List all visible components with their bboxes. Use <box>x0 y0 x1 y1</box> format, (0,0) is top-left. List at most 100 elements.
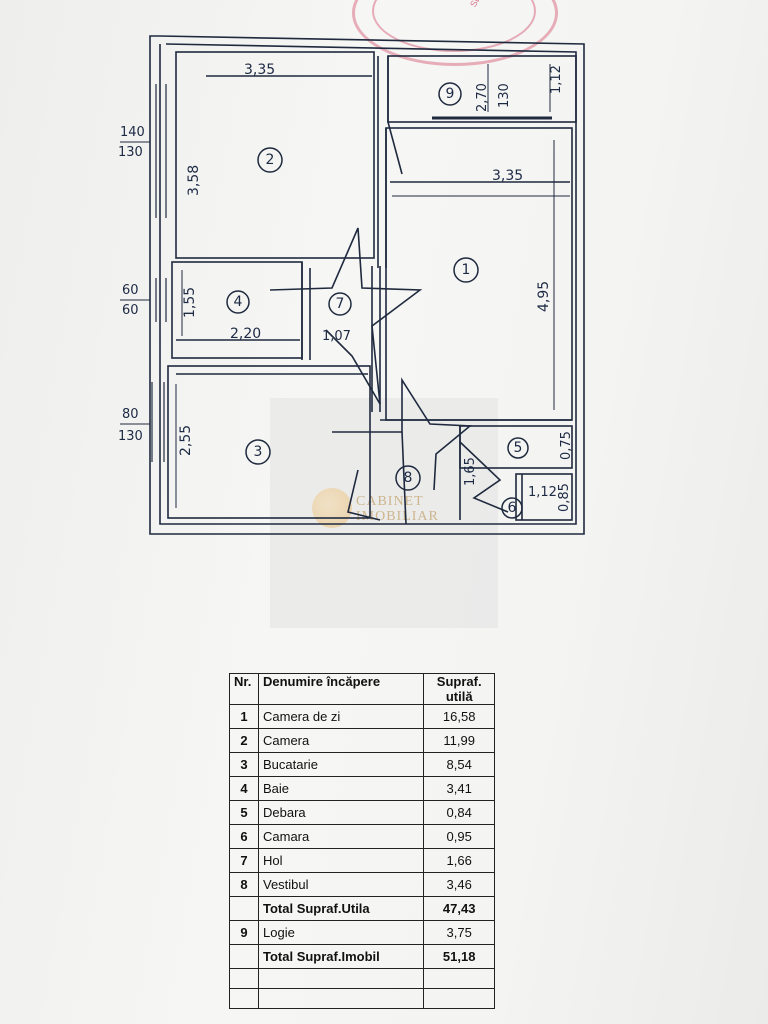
dim-room2-height: 3,58 <box>186 165 202 196</box>
room-9-circle <box>438 82 462 106</box>
dim-room1-width: 3,35 <box>492 168 523 184</box>
total-util-nr <box>229 896 259 921</box>
room-numbers: 1 2 3 4 5 6 7 8 9 <box>234 86 523 516</box>
logie-nr: 9 <box>229 920 259 945</box>
logie-name: Logie <box>257 920 425 945</box>
empty-cell <box>423 968 495 989</box>
room-number-6: 6 <box>508 500 517 516</box>
row-nr: 6 <box>229 824 259 849</box>
row-nr: 2 <box>229 728 259 753</box>
watermark-text: CABINET IMOBILIAR <box>356 494 439 524</box>
table-row: 2 Camera 11,99 <box>229 728 495 753</box>
row-nr: 3 <box>229 752 259 777</box>
logie-row: 9 Logie 3,75 <box>229 920 495 945</box>
dim-room9-height: 1,12 <box>549 65 564 94</box>
dim-room6-width: 1,12 <box>528 485 557 500</box>
dim-room3-height: 2,55 <box>178 425 194 456</box>
room-4-circle <box>226 290 250 314</box>
dim-room6-height: 0,85 <box>557 483 572 512</box>
dim-window3-bottom: 130 <box>118 429 143 444</box>
header-nr: Nr. <box>229 673 259 705</box>
row-area: 0,95 <box>423 824 495 849</box>
header-area: Supraf. utilă <box>423 673 495 705</box>
dim-window2-top: 60 <box>122 283 139 298</box>
header-area-line-2: utilă <box>445 689 473 704</box>
dim-room5-height: 0,75 <box>559 431 574 460</box>
room-8-circle <box>395 465 421 491</box>
watermark-logo-icon <box>312 488 352 528</box>
floor-plan: 1 2 3 4 5 6 7 8 9 3,35 3,58 3,35 4,95 2,… <box>118 35 585 535</box>
total-util-row: Total Supraf.Utila 47,43 <box>229 896 495 921</box>
dim-window3-top: 80 <box>122 407 139 422</box>
row-nr: 4 <box>229 776 259 801</box>
row-room-name: Camara <box>257 824 425 849</box>
dim-window1-bottom: 130 <box>118 145 143 160</box>
dim-room4-width: 2,20 <box>230 326 261 342</box>
room-number-5: 5 <box>514 440 523 456</box>
room-number-8: 8 <box>404 470 413 486</box>
dim-window2-bottom: 60 <box>122 303 139 318</box>
row-area: 0,84 <box>423 800 495 825</box>
room-number-circles <box>226 82 529 519</box>
dim-room7-width: 1,07 <box>322 329 351 344</box>
total-util-label: Total Supraf.Utila <box>257 896 425 921</box>
dim-room8-height: 1,65 <box>463 457 478 486</box>
row-room-name: Camera de zi <box>257 704 425 729</box>
row-room-name: Hol <box>257 848 425 873</box>
dim-window1-top: 140 <box>120 125 145 140</box>
row-area: 1,66 <box>423 848 495 873</box>
dim-room9-door: 130 <box>497 83 512 108</box>
area-table-header-row: Nr. Denumire încăpere Supraf. utilă <box>229 673 495 705</box>
table-row: 5 Debara 0,84 <box>229 800 495 825</box>
empty-cell <box>229 988 259 1009</box>
row-room-name: Camera <box>257 728 425 753</box>
table-row: 1 Camera de zi 16,58 <box>229 704 495 729</box>
room-6-circle <box>501 497 523 519</box>
dimension-labels: 3,35 3,58 3,35 4,95 2,70 130 1,12 1,55 2… <box>118 62 574 512</box>
dim-room1-height: 4,95 <box>536 281 552 312</box>
table-row: 3 Bucatarie 8,54 <box>229 752 495 777</box>
row-nr: 1 <box>229 704 259 729</box>
room-number-3: 3 <box>254 444 263 460</box>
room-number-4: 4 <box>234 294 243 310</box>
room-5-circle <box>507 437 529 459</box>
row-area: 3,41 <box>423 776 495 801</box>
empty-cell <box>257 968 425 989</box>
row-room-name: Baie <box>257 776 425 801</box>
row-room-name: Debara <box>257 800 425 825</box>
row-room-name: Bucatarie <box>257 752 425 777</box>
empty-cell <box>423 988 495 1009</box>
row-nr: 8 <box>229 872 259 897</box>
watermark-line-2: IMOBILIAR <box>356 509 439 524</box>
room-1-circle <box>453 257 479 283</box>
empty-cell <box>229 968 259 989</box>
plan-walls <box>120 35 585 535</box>
room-2-circle <box>257 147 283 173</box>
row-nr: 5 <box>229 800 259 825</box>
room-number-7: 7 <box>336 296 345 312</box>
dim-room2-width: 3,35 <box>244 62 275 78</box>
total-util-area: 47,43 <box>423 896 495 921</box>
row-area: 3,46 <box>423 872 495 897</box>
empty-row <box>229 988 495 1009</box>
dim-room4-height: 1,55 <box>182 287 198 318</box>
room-number-1: 1 <box>462 262 471 278</box>
room-7-circle <box>328 292 352 316</box>
row-area: 16,58 <box>423 704 495 729</box>
total-imobil-area: 51,18 <box>423 944 495 969</box>
row-nr: 7 <box>229 848 259 873</box>
dim-room9-width: 2,70 <box>475 83 490 112</box>
empty-cell <box>257 988 425 1009</box>
row-room-name: Vestibul <box>257 872 425 897</box>
table-row: 6 Camara 0,95 <box>229 824 495 849</box>
total-imobil-row: Total Supraf.Imobil 51,18 <box>229 944 495 969</box>
room-3-circle <box>245 439 271 465</box>
table-row: 8 Vestibul 3,46 <box>229 872 495 897</box>
logie-area: 3,75 <box>423 920 495 945</box>
row-area: 8,54 <box>423 752 495 777</box>
room-number-2: 2 <box>266 152 275 168</box>
room-number-9: 9 <box>446 86 455 102</box>
header-area-line-1: Supraf. <box>436 674 482 689</box>
header-room-name: Denumire încăpere <box>257 673 425 705</box>
empty-row <box>229 968 495 989</box>
